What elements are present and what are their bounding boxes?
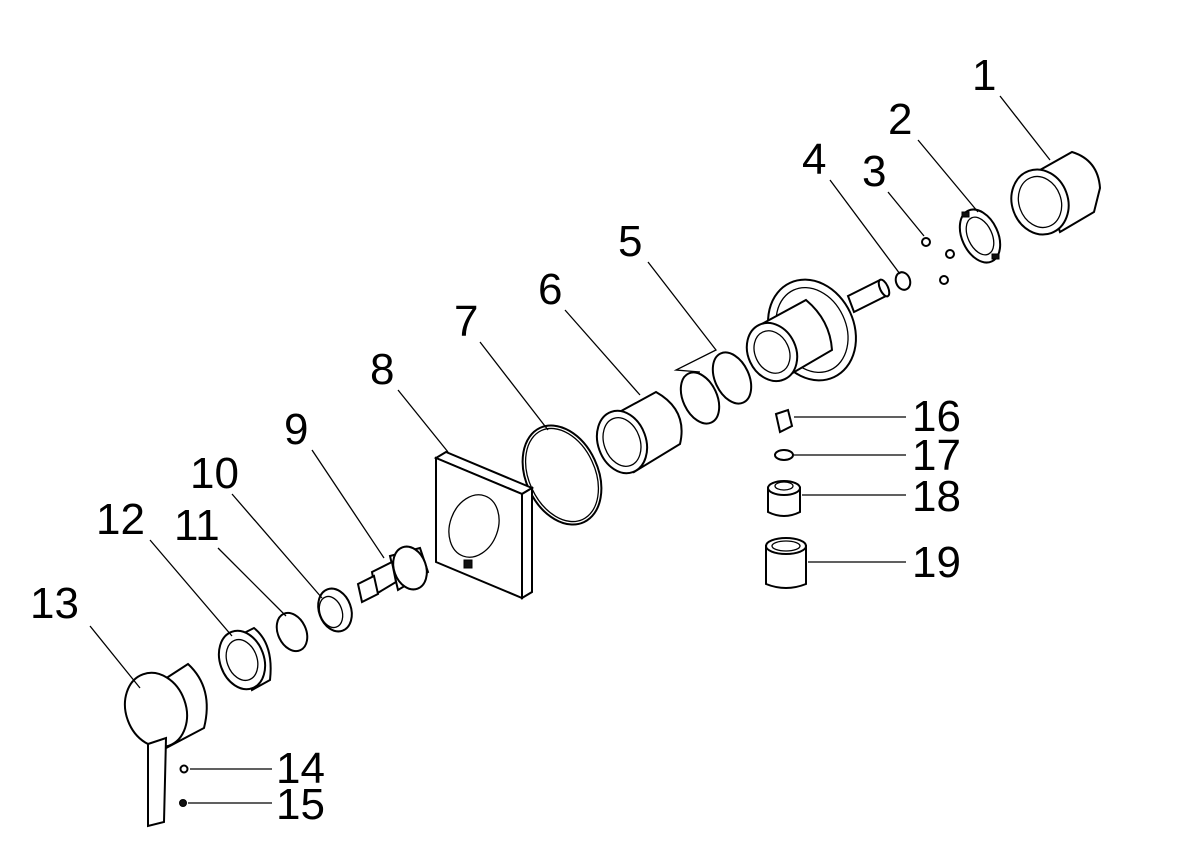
callout-9: 9 bbox=[284, 405, 308, 454]
callout-5: 5 bbox=[618, 217, 642, 266]
part-19-sleeve bbox=[765, 537, 807, 589]
part-12-adapter-ring bbox=[217, 626, 272, 692]
leader-7 bbox=[479, 341, 549, 431]
callout-10: 10 bbox=[190, 449, 239, 498]
leader-9 bbox=[311, 449, 385, 559]
leader-2 bbox=[917, 139, 979, 213]
leader-10 bbox=[231, 493, 323, 599]
leader-5 bbox=[647, 261, 717, 373]
callout-7: 7 bbox=[454, 297, 478, 346]
callout-15: 15 bbox=[276, 780, 325, 829]
part-14-grub-screw bbox=[179, 764, 189, 774]
leader-13 bbox=[89, 625, 141, 689]
callout-12: 12 bbox=[96, 495, 145, 544]
part-10-nut bbox=[317, 587, 353, 633]
part-16-screw bbox=[774, 408, 794, 434]
part-5-orings bbox=[679, 351, 753, 425]
callout-17: 17 bbox=[912, 431, 961, 480]
callout-labels: 1 2 3 4 5 6 7 8 9 10 11 12 13 14 15 16 1… bbox=[30, 51, 996, 829]
part-3-screws bbox=[921, 237, 955, 285]
part-13-lever-handle bbox=[123, 662, 208, 828]
part-15-grub-screw bbox=[179, 799, 187, 807]
leader-6 bbox=[564, 309, 641, 396]
callout-19: 19 bbox=[912, 538, 961, 587]
callout-11: 11 bbox=[174, 501, 220, 550]
callout-14: 14 bbox=[276, 744, 325, 793]
leader-8 bbox=[397, 389, 449, 453]
callout-18: 18 bbox=[912, 472, 961, 521]
part-17-oring bbox=[774, 449, 794, 461]
callout-4: 4 bbox=[802, 135, 826, 184]
leader-3 bbox=[887, 191, 925, 237]
leader-lines bbox=[89, 95, 1051, 804]
part-4-small-oring bbox=[894, 271, 912, 291]
callout-13: 13 bbox=[30, 579, 79, 628]
callout-6: 6 bbox=[538, 265, 562, 314]
callout-2: 2 bbox=[888, 95, 912, 144]
leader-12 bbox=[149, 539, 233, 637]
leader-4 bbox=[829, 179, 901, 275]
callout-16: 16 bbox=[912, 392, 961, 441]
part-8-wall-plate bbox=[433, 450, 535, 600]
part-2-retaining-ring bbox=[958, 208, 1002, 264]
valve-body bbox=[745, 278, 891, 383]
part-11-oring bbox=[275, 611, 309, 653]
part-1-cover-cap bbox=[1010, 150, 1102, 236]
callout-8: 8 bbox=[370, 345, 394, 394]
leader-1 bbox=[999, 95, 1051, 161]
callout-1: 1 bbox=[972, 51, 996, 100]
leader-11 bbox=[217, 547, 287, 617]
part-6-sleeve bbox=[595, 390, 683, 475]
part-9-cartridge bbox=[356, 545, 430, 604]
callout-3: 3 bbox=[862, 147, 886, 196]
part-18-insert bbox=[767, 480, 801, 517]
